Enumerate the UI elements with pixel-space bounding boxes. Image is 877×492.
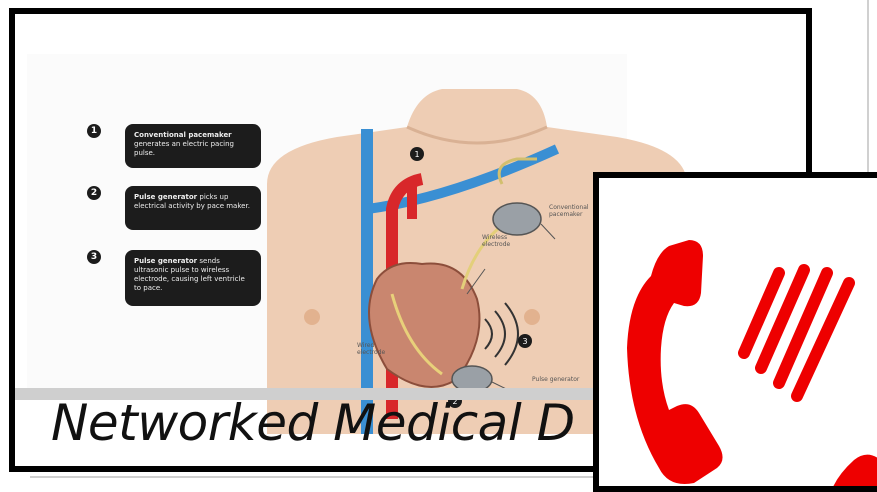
slide-title: Networked Medical D — [51, 394, 575, 452]
callout-heading: Pulse generator — [134, 257, 197, 265]
right-divider-line — [867, 0, 869, 180]
callout-number: 2 — [87, 186, 101, 200]
callout-heading: Pulse generator — [134, 193, 197, 201]
step-marker: 1 — [414, 150, 419, 159]
label-wireless-electrode: Wireless electrode — [482, 234, 522, 248]
telephone-ringing-icon — [599, 178, 877, 492]
label-pulse-generator: Pulse generator — [532, 376, 592, 383]
step-marker: 3 — [522, 337, 527, 346]
telephone-overlay-card — [593, 172, 877, 492]
callout-heading: Conventional pacemaker — [134, 131, 232, 139]
callout-number: 3 — [87, 250, 101, 264]
callout-text: generates an electric pacing pulse. — [134, 140, 234, 157]
label-wired-electrode: Wired electrode — [357, 342, 397, 356]
bottom-divider-line — [30, 476, 600, 478]
illustration-panel: 1 Conventional pacemaker generates an el… — [27, 54, 627, 399]
callout-number: 1 — [87, 124, 101, 138]
